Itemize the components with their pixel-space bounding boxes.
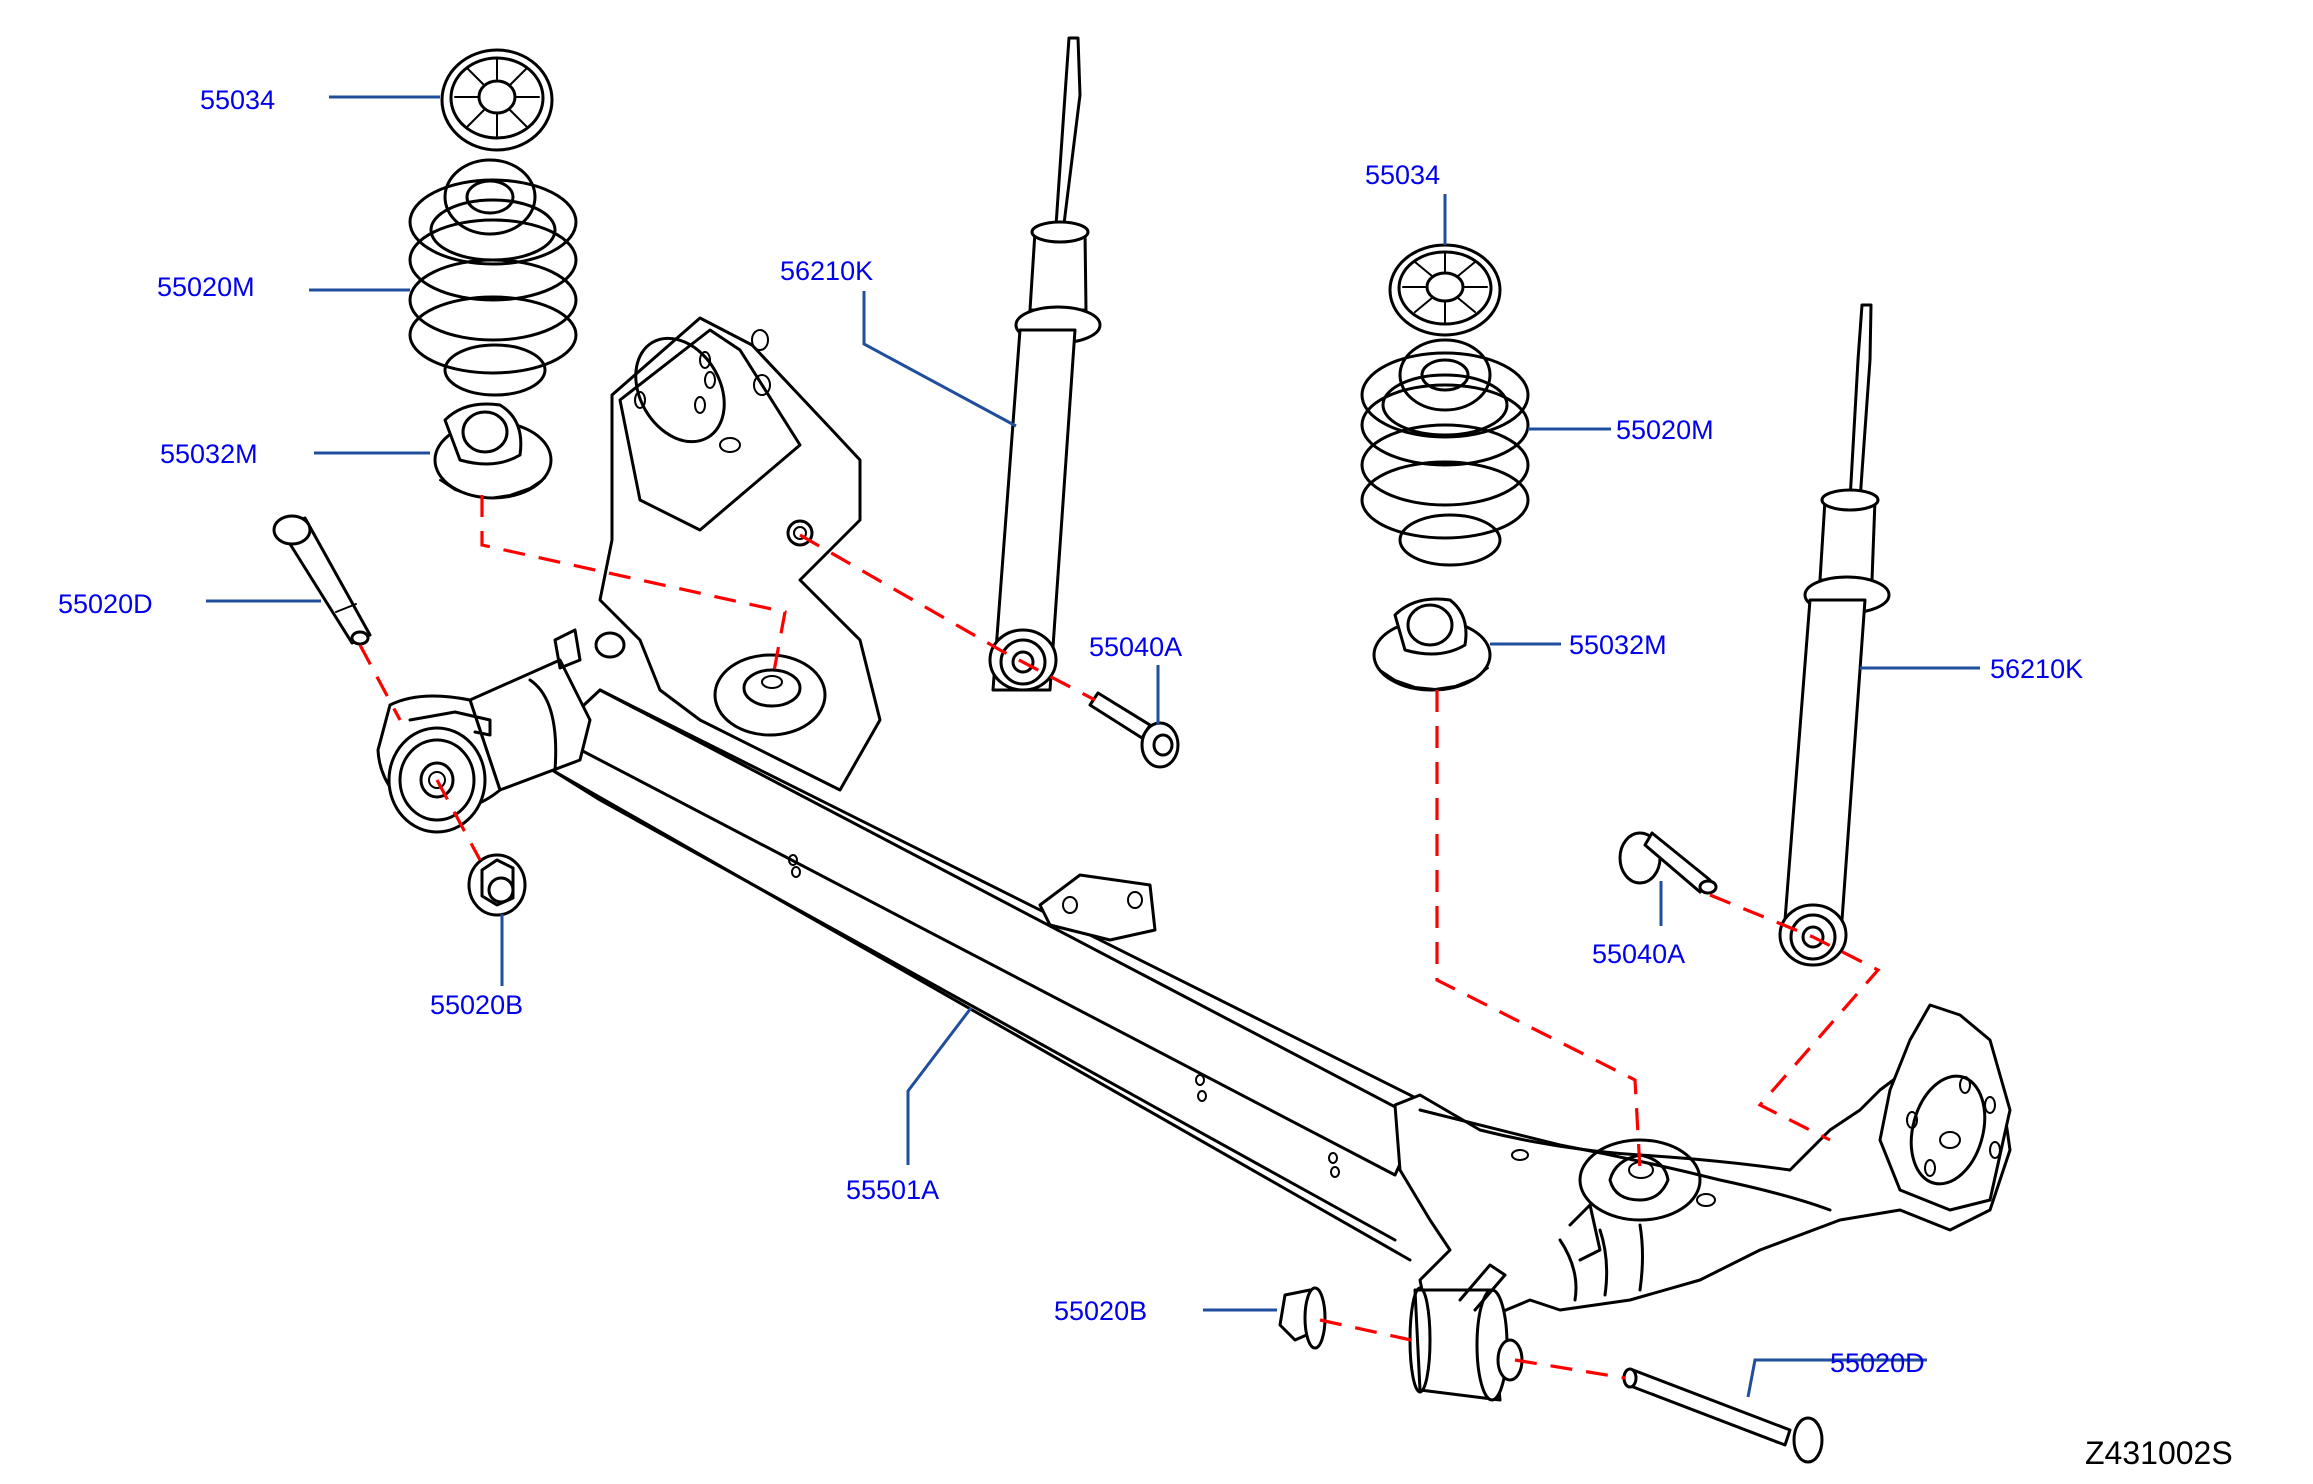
shock-bolt-left: [1088, 691, 1180, 769]
upper-spring-seat-left: [440, 48, 554, 152]
leader-c6: [862, 291, 1017, 428]
callout-55034-left: 55034: [200, 85, 275, 115]
callout-55020B-left: 55020B: [430, 990, 523, 1020]
axle-beam: [468, 316, 2012, 1402]
bushing-bolt-left: [272, 514, 372, 646]
leader-c15: [1746, 1358, 1927, 1398]
callout-55032M-right: 55032M: [1569, 630, 1667, 660]
nut-right: [1278, 1286, 1327, 1350]
callout-55020M-left: 55020M: [157, 272, 255, 302]
callout-55020M-right: 55020M: [1616, 415, 1714, 445]
callout-55040A-left: 55040A: [1089, 632, 1182, 662]
upper-spring-seat-right: [1388, 243, 1502, 337]
illustration-code: Z431002S: [2085, 1435, 2233, 1471]
callout-55032M-left: 55032M: [160, 439, 258, 469]
callout-56210K-left: 56210K: [780, 256, 873, 286]
shock-bolt-right: [1618, 831, 1718, 895]
assembly-line-bolt-left: [358, 644, 402, 721]
callout-55034-right: 55034: [1365, 160, 1440, 190]
assembly-line-nut-right: [1319, 1318, 1421, 1344]
assembly-lines: [358, 495, 1881, 1380]
assembly-line-shock-left: [799, 533, 1096, 702]
callout-55501A: 55501A: [846, 1175, 939, 1205]
assembly-line-nut-left: [435, 779, 482, 861]
callout-55020D-right: 55020D: [1830, 1348, 1925, 1378]
leader-c8: [906, 1007, 973, 1165]
lower-spring-seat-right: [1372, 597, 1492, 692]
coil-spring-right: [1360, 338, 1530, 567]
callout-55040A-right: 55040A: [1592, 939, 1685, 969]
coil-spring-left: [408, 158, 578, 397]
assembly-line-lower-seat-right: [1435, 690, 1642, 1171]
shock-absorber-right: [1778, 303, 1891, 967]
assembly-line-shock-right: [1709, 893, 1881, 1142]
leader-lines: [206, 95, 1980, 1398]
callout-55020D-left: 55020D: [58, 589, 153, 619]
nut-left: [467, 853, 527, 917]
callout-labels: 55034 55020M 55032M 55020D 55020B 56210K…: [58, 85, 2083, 1378]
shock-absorber-left: [988, 36, 1102, 692]
callout-55020B-right: 55020B: [1054, 1296, 1147, 1326]
lower-spring-seat-left: [433, 402, 553, 500]
assembly-line-bolt-right: [1514, 1358, 1626, 1380]
callout-56210K-right: 56210K: [1990, 654, 2083, 684]
bushing-bolt-right: [1622, 1367, 1824, 1464]
